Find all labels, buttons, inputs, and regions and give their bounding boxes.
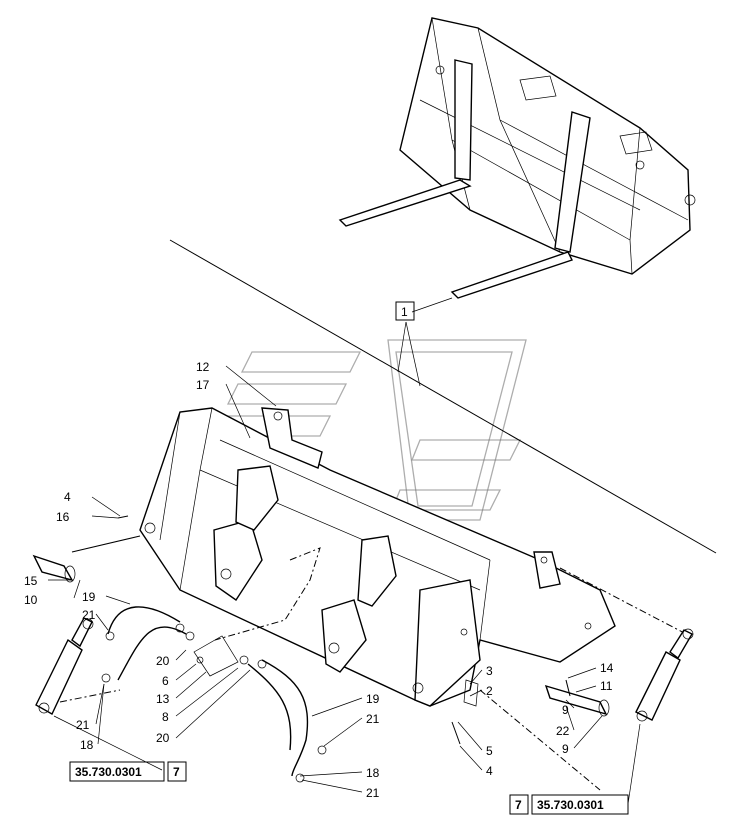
callout-1: 1 [401, 305, 408, 319]
section-divider-line [169, 239, 717, 554]
reference-code-right[interactable]: 35.730.0301 [537, 798, 604, 812]
reference-box-right[interactable]: 7 35.730.0301 [509, 794, 629, 815]
callout-13: 13 [156, 692, 170, 706]
callout-6: 6 [162, 674, 169, 688]
callout-8: 8 [162, 710, 169, 724]
callout-21: 21 [76, 718, 90, 732]
callout-20: 20 [156, 731, 170, 745]
callout-21: 21 [82, 608, 96, 622]
reference-code-left[interactable]: 35.730.0301 [75, 765, 142, 779]
callout-17: 17 [196, 378, 210, 392]
callout-box-1 [395, 301, 415, 321]
callout-12: 12 [196, 360, 210, 374]
callout-labels: 1 12 17 4 16 15 10 19 21 20 6 13 8 20 21… [24, 305, 614, 800]
callout-3: 3 [486, 664, 493, 678]
callout-19: 19 [82, 590, 96, 604]
callout-21: 21 [366, 712, 380, 726]
callout-15: 15 [24, 574, 38, 588]
callout-20: 20 [156, 654, 170, 668]
hydraulic-cylinder-right [635, 628, 694, 722]
callout-9: 9 [562, 742, 569, 756]
small-hardware [32, 515, 610, 745]
callout-11: 11 [600, 679, 613, 693]
reference-page-right[interactable]: 7 [515, 798, 522, 812]
reference-box-left[interactable]: 35.730.0301 7 [69, 761, 187, 782]
upper-bucket-with-forks [338, 17, 696, 299]
watermark-logo [212, 339, 527, 521]
reference-page-left[interactable]: 7 [173, 765, 180, 779]
callout-21: 21 [366, 786, 380, 800]
hydraulic-hoses [101, 606, 327, 783]
callout-4: 4 [64, 490, 71, 504]
lower-bucket [139, 407, 616, 707]
callout-4: 4 [486, 764, 493, 778]
hydraulic-cylinder-left [35, 617, 94, 715]
leader-lines [48, 297, 641, 805]
callout-18: 18 [366, 766, 380, 780]
callout-16: 16 [56, 510, 70, 524]
callout-14: 14 [600, 661, 614, 675]
callout-22: 22 [556, 724, 570, 738]
callout-19: 19 [366, 692, 380, 706]
phantom-lines [59, 547, 691, 791]
callout-5: 5 [486, 744, 493, 758]
callout-9: 9 [562, 703, 569, 717]
callout-10: 10 [24, 593, 38, 607]
callout-2: 2 [486, 684, 493, 698]
callout-18: 18 [80, 738, 94, 752]
